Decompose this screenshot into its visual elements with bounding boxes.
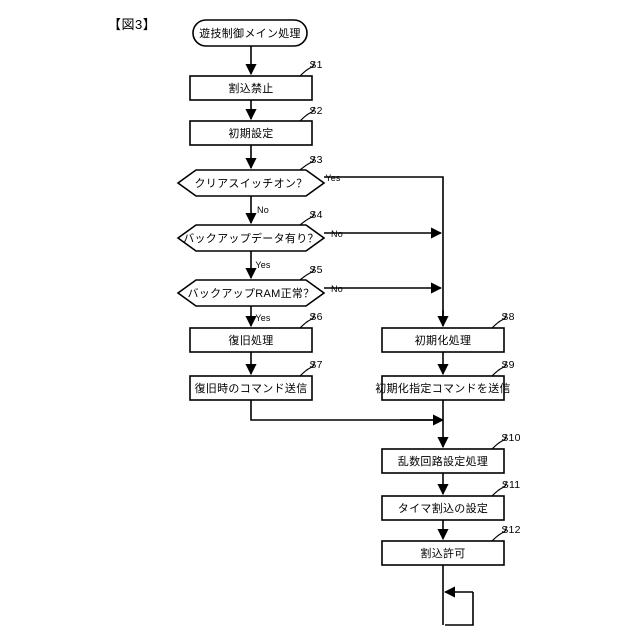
- node-start-label: 遊技制御メイン処理: [199, 28, 301, 40]
- step-label-s4: S4: [309, 209, 323, 221]
- leader-s9: [491, 361, 507, 377]
- node-s4-label: バックアップデータ有り？: [183, 233, 319, 245]
- leader-s12: [491, 526, 507, 542]
- node-s11-shape: [381, 495, 505, 521]
- edge-label-s3-yes: Yes: [325, 173, 341, 183]
- step-label-s1: S1: [309, 59, 323, 71]
- node-s3-shape: [176, 169, 326, 197]
- edge-label-s3-no: No: [257, 205, 269, 215]
- node-s6-label: 復旧処理: [228, 335, 274, 347]
- node-s2-shape: [189, 120, 313, 146]
- step-label-s2: S2: [309, 105, 323, 117]
- node-s5-shape: [176, 279, 326, 307]
- node-s8-label: 初期化処理: [414, 335, 472, 347]
- leader-s11: [491, 481, 507, 497]
- node-s5-label: バックアップRAM正常？: [187, 288, 315, 300]
- edge-label-s5-yes: Yes: [255, 313, 271, 323]
- edge-loop-back: [445, 592, 474, 626]
- edge-label-s4-no: No: [331, 229, 343, 239]
- leader-s6: [299, 313, 315, 329]
- node-s6-shape: [189, 327, 313, 353]
- node-s4-shape: [176, 224, 326, 252]
- leader-s7: [299, 361, 315, 377]
- step-label-s11: S11: [501, 479, 521, 491]
- leader-s5: [299, 266, 315, 281]
- node-s8-shape: [381, 327, 505, 353]
- figure-number-label: 【図3】: [108, 17, 157, 32]
- step-label-s3: S3: [309, 154, 323, 166]
- node-s9-label: 初期化指定コマンドを送信: [375, 383, 511, 395]
- step-label-s7: S7: [309, 359, 323, 371]
- leader-s4: [299, 211, 315, 226]
- node-s1-label: 割込禁止: [228, 83, 274, 95]
- node-s9-shape: [381, 375, 505, 401]
- node-s12-shape: [381, 540, 505, 566]
- step-label-s10: S10: [501, 432, 521, 444]
- node-s2-label: 初期設定: [228, 128, 274, 140]
- node-s7-shape: [189, 375, 313, 401]
- node-start-shape: [192, 19, 308, 47]
- leader-s3: [299, 156, 315, 171]
- leader-s2: [299, 106, 315, 122]
- node-s7-label: 復旧時のコマンド送信: [194, 383, 308, 395]
- edge-s3-yes-to-merge: [324, 176, 444, 326]
- edge-s7-to-s10-merge: [250, 400, 441, 421]
- node-s10-shape: [381, 448, 505, 474]
- edge-label-s5-no: No: [331, 284, 343, 294]
- node-s3-label: クリアスイッチオン？: [194, 178, 308, 190]
- step-label-s8: S8: [501, 311, 515, 323]
- leader-s10: [491, 434, 507, 450]
- step-label-s9: S9: [501, 359, 515, 371]
- edge-label-s4-yes: Yes: [255, 260, 271, 270]
- node-s10-label: 乱数回路設定処理: [397, 456, 489, 468]
- step-label-s6: S6: [309, 311, 323, 323]
- node-s11-label: タイマ割込の設定: [397, 503, 489, 515]
- leader-s8: [491, 313, 507, 329]
- step-label-s12: S12: [501, 524, 521, 536]
- node-s1-shape: [189, 75, 313, 101]
- leader-s1: [299, 61, 315, 77]
- node-s12-label: 割込許可: [420, 548, 466, 560]
- step-label-s5: S5: [309, 264, 323, 276]
